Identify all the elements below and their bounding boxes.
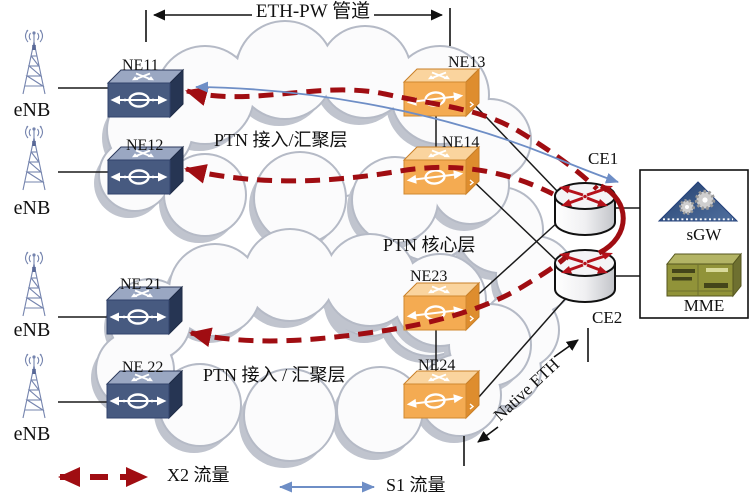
enb-tower-1 bbox=[22, 29, 46, 95]
switch-ne24 bbox=[402, 369, 481, 420]
mme-label: MME bbox=[683, 296, 725, 315]
cloud-bottom-access bbox=[91, 228, 532, 468]
ne14-label: NE14 bbox=[442, 134, 480, 151]
legend-s1-label: S1 流量 bbox=[386, 475, 446, 495]
ne24-label: NE24 bbox=[418, 357, 456, 374]
eth-pw-pipe-label: ETH-PW 管道 bbox=[255, 1, 371, 22]
s1-traffic-path bbox=[195, 81, 619, 184]
enb-label-4: eNB bbox=[13, 423, 51, 445]
enb-label-2: eNB bbox=[13, 197, 51, 219]
ne12-label: NE12 bbox=[126, 137, 164, 154]
ce1-label: CE1 bbox=[588, 149, 619, 168]
switch-ne22 bbox=[105, 369, 184, 420]
enb-tower-3 bbox=[22, 251, 46, 317]
ne21-label: NE 21 bbox=[120, 276, 162, 293]
switch-ne21 bbox=[105, 285, 184, 336]
cloud-core-label: PTN 核心层 bbox=[383, 235, 476, 255]
cloud-bottom-label: PTN 接入 / 汇聚层 bbox=[203, 365, 346, 385]
x2-hairpin-ce1-ce2 bbox=[597, 183, 626, 256]
sgw-label: sGW bbox=[686, 225, 722, 244]
ne11-label: NE11 bbox=[122, 57, 159, 74]
ce2-label: CE2 bbox=[592, 308, 623, 327]
mme-server-icon bbox=[666, 253, 742, 297]
legend-x2-label: X2 流量 bbox=[167, 465, 230, 485]
eth-pw-dimension bbox=[145, 8, 451, 46]
ne23-label: NE23 bbox=[410, 268, 448, 285]
enb-tower-4 bbox=[22, 353, 46, 419]
native-eth-dimension bbox=[463, 328, 589, 466]
enb-tower-2 bbox=[22, 125, 46, 191]
ne22-label: NE 22 bbox=[122, 359, 164, 376]
switch-ne13 bbox=[402, 67, 481, 118]
ne13-label: NE13 bbox=[448, 54, 486, 71]
switch-ne11 bbox=[106, 68, 185, 119]
enb-label-3: eNB bbox=[13, 319, 51, 341]
cloud-top-label: PTN 接入/汇聚层 bbox=[214, 130, 348, 150]
enb-label-1: eNB bbox=[13, 99, 51, 121]
